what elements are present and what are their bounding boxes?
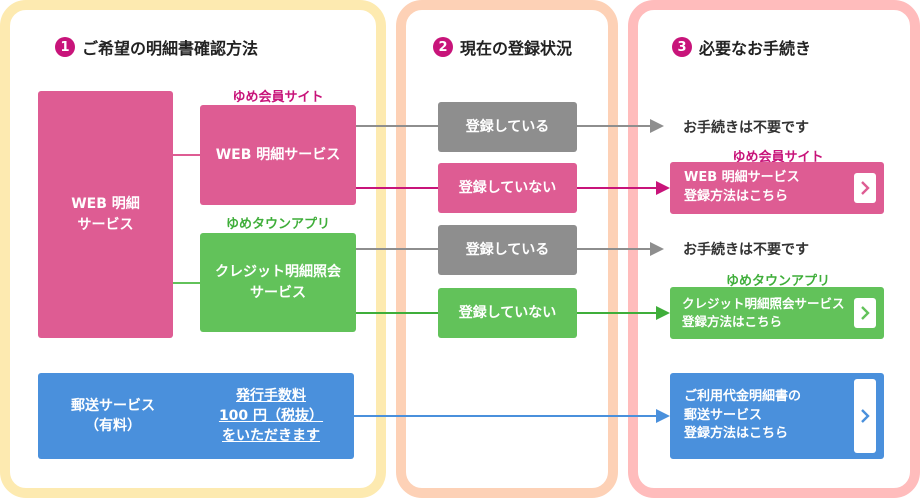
step-number-badge: 3 <box>672 37 692 57</box>
credit-registration-line-2: 登録方法はこちら <box>682 314 783 329</box>
chevron-right-icon <box>854 379 876 453</box>
no-procedure-text-credit: お手続きは不要です <box>683 242 809 258</box>
chevron-right-icon <box>854 173 876 203</box>
credit-service-label-1: クレジット明細照会 <box>215 264 341 281</box>
credit-statement-sub-box: クレジット明細照会 サービス <box>200 233 356 332</box>
credit-service-label-2: サービス <box>250 284 306 301</box>
status-label: 登録している <box>465 118 550 135</box>
fee-line-3: をいただきます <box>222 428 320 445</box>
heading-text: 必要なお手続き <box>699 39 812 58</box>
arrow-right-icon <box>656 409 670 423</box>
status-not-registered-web: 登録していない <box>438 163 577 213</box>
web-registration-text: WEB 明細サービス 登録方法はこちら <box>672 169 854 207</box>
yume-member-site-tag: ゆめ会員サイト <box>232 90 324 105</box>
postal-registration-line-3: 登録方法はこちら <box>684 426 789 442</box>
arrow-right-icon <box>656 181 670 195</box>
step-number-badge: 1 <box>55 37 75 57</box>
arrow-right-icon <box>650 242 664 256</box>
issue-fee-note: 発行手数料 100 円（税抜） をいただきます <box>188 386 354 447</box>
postal-label-1: 郵送サービス <box>71 397 155 414</box>
heading-text: ご希望の明細書確認方法 <box>82 39 259 58</box>
postal-service-box: 郵送サービス （有料） 発行手数料 100 円（税抜） をいただきます <box>38 373 354 459</box>
postal-label-2: （有料） <box>85 418 141 434</box>
web-statement-label-2: サービス <box>77 216 134 233</box>
postal-service-label: 郵送サービス （有料） <box>38 396 188 437</box>
credit-statement-registration-button[interactable]: クレジット明細照会サービス 登録方法はこちら <box>670 287 884 339</box>
postal-service-registration-button[interactable]: ご利用代金明細書の 郵送サービス 登録方法はこちら <box>670 373 884 459</box>
heading-step-1: 1 ご希望の明細書確認方法 <box>55 35 258 59</box>
arrow-right-icon <box>650 119 664 133</box>
status-registered-web: 登録している <box>438 102 577 152</box>
heading-text: 現在の登録状況 <box>460 39 573 58</box>
web-registration-line-2: 登録方法はこちら <box>684 189 789 204</box>
chevron-right-icon <box>854 298 876 328</box>
web-statement-service-box: WEB 明細 サービス <box>38 91 173 338</box>
yume-town-app-tag: ゆめタウンアプリ <box>225 217 330 232</box>
status-registered-credit: 登録している <box>438 225 577 275</box>
arrow-right-icon <box>656 306 670 320</box>
yume-member-site-tag: ゆめ会員サイト <box>732 150 824 165</box>
postal-registration-line-2: 郵送サービス <box>684 407 763 423</box>
no-procedure-text-web: お手続きは不要です <box>683 120 809 136</box>
credit-registration-line-1: クレジット明細照会サービス <box>682 295 845 311</box>
web-statement-label-1: WEB 明細 <box>71 196 140 213</box>
web-registration-line-1: WEB 明細サービス <box>684 170 800 186</box>
credit-registration-text: クレジット明細照会サービス 登録方法はこちら <box>672 295 854 331</box>
fee-line-2: 100 円（税抜） <box>218 407 324 424</box>
postal-registration-text: ご利用代金明細書の 郵送サービス 登録方法はこちら <box>672 388 854 445</box>
status-not-registered-credit: 登録していない <box>438 288 577 338</box>
web-statement-registration-button[interactable]: WEB 明細サービス 登録方法はこちら <box>670 162 884 214</box>
web-service-sub-box: WEB 明細サービス <box>200 105 356 205</box>
postal-registration-line-1: ご利用代金明細書の <box>684 388 802 404</box>
status-label: 登録していない <box>458 304 557 321</box>
status-label: 登録していない <box>458 179 557 196</box>
web-service-label: WEB 明細サービス <box>215 146 341 163</box>
heading-step-3: 3 必要なお手続き <box>672 35 811 59</box>
yume-town-app-tag: ゆめタウンアプリ <box>725 274 830 289</box>
status-label: 登録している <box>465 241 550 258</box>
fee-line-1: 発行手数料 <box>236 387 306 404</box>
heading-step-2: 2 現在の登録状況 <box>433 35 572 59</box>
step-number-badge: 2 <box>433 37 453 57</box>
